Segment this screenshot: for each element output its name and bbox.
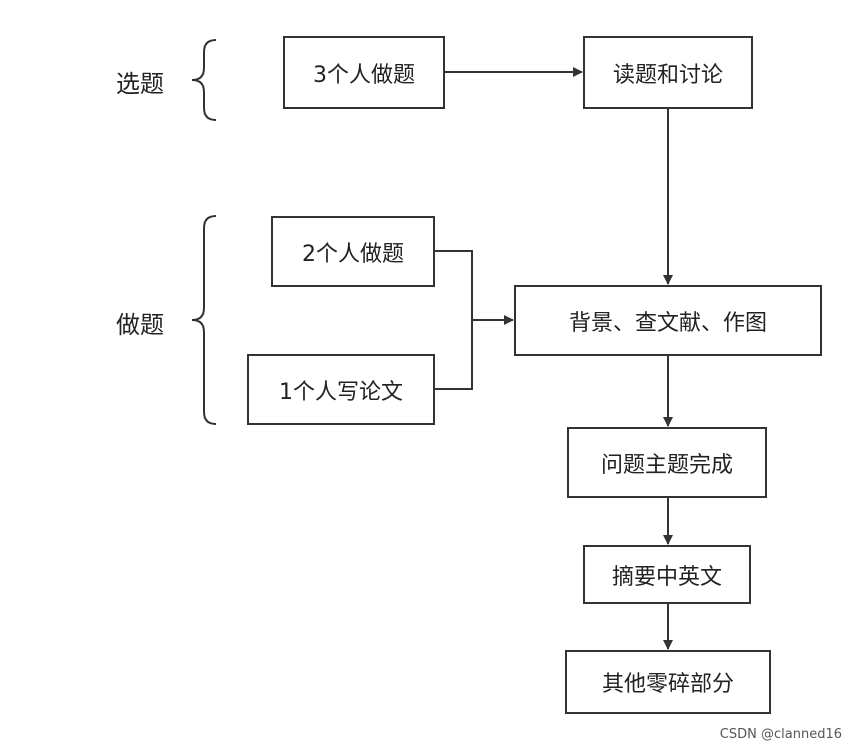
group-label-solve: 做题 (116, 311, 164, 339)
node-misc: 其他零碎部分 (565, 650, 771, 714)
node-read-discuss: 读题和讨论 (583, 36, 753, 109)
node-main-done: 问题主题完成 (567, 427, 767, 498)
node-abstract: 摘要中英文 (583, 545, 751, 604)
connector-two-solve (434, 250, 473, 320)
node-one-write: 1个人写论文 (247, 354, 435, 425)
node-background: 背景、查文献、作图 (514, 285, 822, 356)
node-three-solve: 3个人做题 (283, 36, 445, 109)
group-label-select: 选题 (116, 70, 164, 98)
watermark: CSDN @clanned16 (719, 727, 842, 742)
connector-one-write (434, 320, 473, 390)
brace-solve (191, 215, 217, 425)
node-two-solve: 2个人做题 (271, 216, 435, 287)
brace-select (191, 39, 217, 121)
